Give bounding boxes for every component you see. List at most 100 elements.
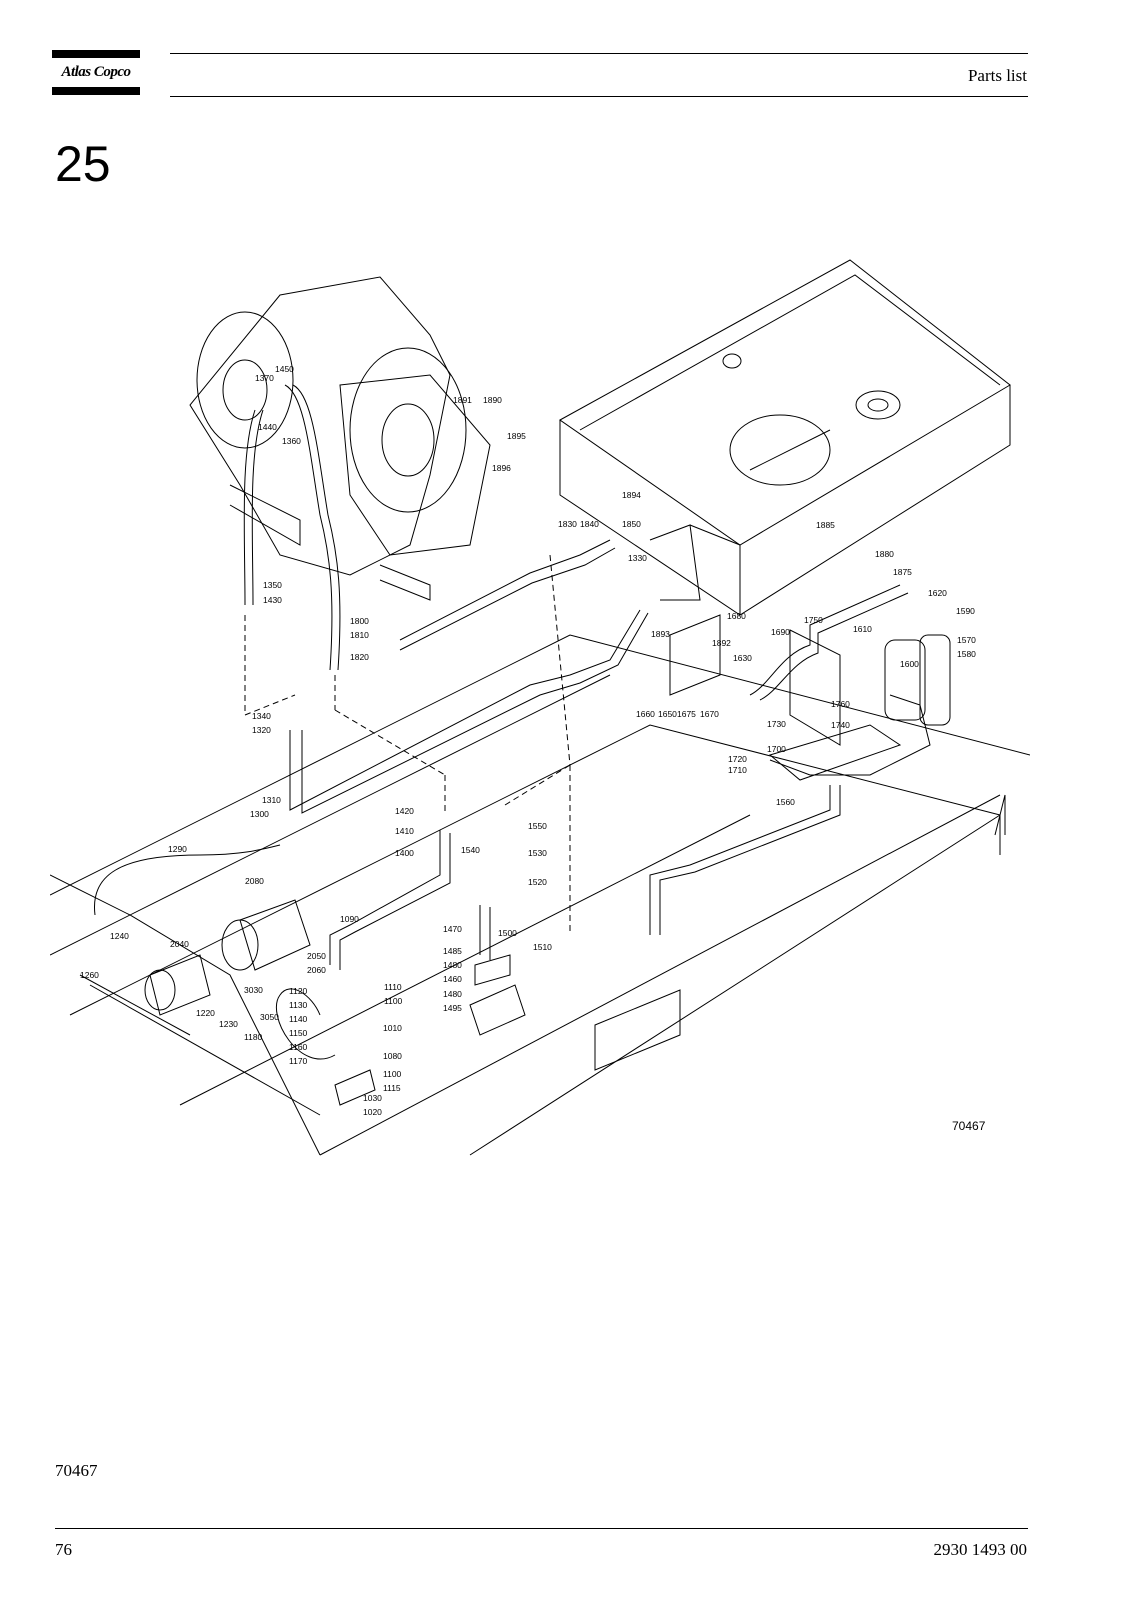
callout: 1480 [443, 960, 462, 970]
callout: 1650 [658, 709, 677, 719]
footer-rule [55, 1528, 1028, 1529]
callout: 1150 [289, 1028, 308, 1038]
callout: 1010 [383, 1023, 402, 1033]
callout: 1350 [263, 580, 282, 590]
callout: 1290 [168, 844, 187, 854]
callout: 1630 [733, 653, 752, 663]
callout: 1850 [622, 519, 641, 529]
callout: 1560 [776, 797, 795, 807]
callout: 1675 [677, 709, 696, 719]
callout: 1892 [712, 638, 731, 648]
callout: 1894 [622, 490, 641, 500]
callout: 1310 [262, 795, 281, 805]
filter-and-brackets [669, 614, 951, 781]
callout: 1340 [252, 711, 271, 721]
callout: 2040 [170, 939, 189, 949]
callout: 1460 [443, 974, 462, 984]
callout: 1100 [383, 1069, 402, 1079]
callout: 1896 [492, 463, 511, 473]
callout: 1240 [110, 931, 129, 941]
callout: 1895 [507, 431, 526, 441]
callout: 1670 [700, 709, 719, 719]
callout: 1115 [383, 1083, 401, 1093]
logo-bottom-bar [52, 87, 140, 95]
callout: 1140 [289, 1014, 308, 1024]
callout: 1030 [363, 1093, 382, 1103]
callout: 2080 [245, 876, 264, 886]
callout: 1100 [384, 996, 403, 1006]
callout: 1300 [250, 809, 269, 819]
callout: 1720 [728, 754, 747, 764]
tank-assembly [559, 259, 1011, 616]
callout: 1470 [443, 924, 462, 934]
callout: 1420 [395, 806, 414, 816]
callout: 1580 [957, 649, 976, 659]
callout: 1020 [363, 1107, 382, 1117]
atlas-copco-logo: Atlas Copco [52, 50, 140, 95]
callout: 1680 [727, 611, 746, 621]
flywheel-housing [189, 276, 491, 601]
header-bottom-rule [170, 96, 1028, 97]
callout: 1690 [771, 627, 790, 637]
header-title: Parts list [967, 66, 1027, 85]
callout: 1830 [558, 519, 577, 529]
callout: 1360 [282, 436, 301, 446]
callout: 1260 [80, 970, 99, 980]
callout: 1620 [928, 588, 947, 598]
callout: 1430 [263, 595, 282, 605]
callout: 1700 [767, 744, 786, 754]
callout: 1220 [196, 1008, 215, 1018]
callout: 1320 [252, 725, 271, 735]
callout: 1520 [528, 877, 547, 887]
dashed-alignment-lines [244, 554, 571, 935]
callout: 1893 [651, 629, 670, 639]
callout: 1370 [255, 373, 274, 383]
callout: 1730 [767, 719, 786, 729]
callout: 3030 [244, 985, 263, 995]
callout: 1410 [395, 826, 414, 836]
callout: 1885 [816, 520, 835, 530]
callout: 1510 [533, 942, 552, 952]
callout: 2060 [307, 965, 326, 975]
callout: 1880 [875, 549, 894, 559]
callout: 1170 [289, 1056, 308, 1066]
callout: 1740 [831, 720, 850, 730]
callout: 1550 [528, 821, 547, 831]
callout: 1480 [443, 989, 462, 999]
motor-pump [144, 899, 526, 1106]
callout: 1160 [289, 1042, 308, 1052]
callout: 1110 [384, 982, 402, 992]
logo-top-bar [52, 50, 140, 58]
callout: 1450 [275, 364, 294, 374]
callout: 1080 [383, 1051, 402, 1061]
drawing-callouts: 1450 1370 1440 1360 1891 1890 1895 1896 … [80, 364, 986, 1133]
callout: 1610 [853, 624, 872, 634]
callout: 1130 [289, 1000, 308, 1010]
page-number: 76 [55, 1540, 72, 1559]
callout: 1710 [728, 765, 747, 775]
callout: 1840 [580, 519, 599, 529]
drawing-number: 70467 [952, 1119, 986, 1133]
callout: 1440 [258, 422, 277, 432]
callout: 3050 [260, 1012, 279, 1022]
callout: 1120 [289, 986, 308, 996]
callout: 1230 [219, 1019, 238, 1029]
callout: 1540 [461, 845, 480, 855]
callout: 1800 [350, 616, 369, 626]
callout: 1891 [453, 395, 472, 405]
exploded-view-drawing: 1450 1370 1440 1360 1891 1890 1895 1896 … [50, 255, 1030, 1185]
callout: 1570 [957, 635, 976, 645]
callout: 1330 [628, 553, 647, 563]
header-top-rule [170, 53, 1028, 54]
callout: 1530 [528, 848, 547, 858]
callout: 1660 [636, 709, 655, 719]
callout: 1590 [956, 606, 975, 616]
callout: 1495 [443, 1003, 462, 1013]
drawing-svg: 1450 1370 1440 1360 1891 1890 1895 1896 … [50, 259, 1030, 1156]
callout: 1090 [340, 914, 359, 924]
callout: 1400 [395, 848, 414, 858]
callout: 2050 [307, 951, 326, 961]
document-number: 2930 1493 00 [933, 1540, 1028, 1559]
callout: 1760 [831, 699, 850, 709]
frame-outline [50, 634, 1030, 1156]
